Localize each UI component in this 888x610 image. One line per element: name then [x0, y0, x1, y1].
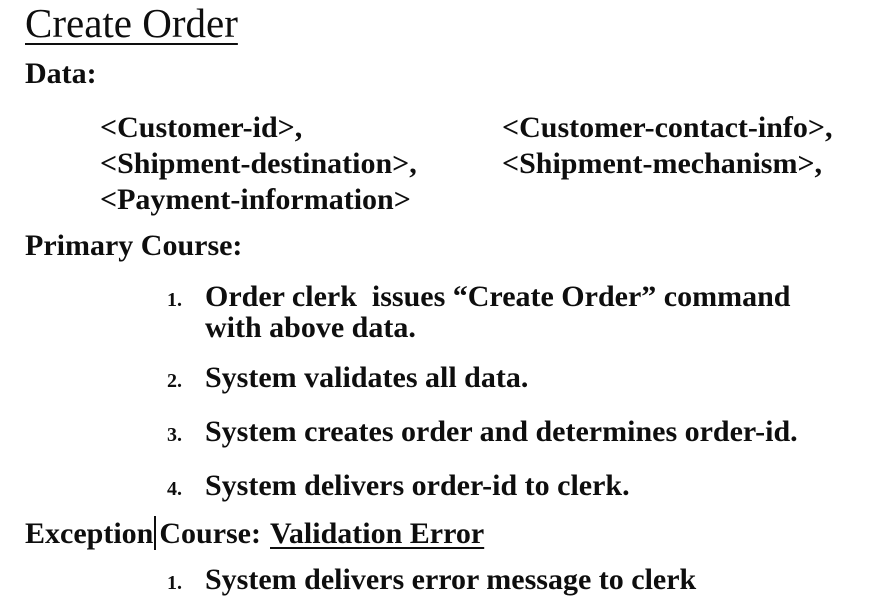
exception-course-step: 1. System delivers error message to cler…	[167, 564, 888, 599]
exception-heading-prefix: Exception	[25, 517, 154, 550]
primary-course-step: 1. Order clerk issues “Create Order” com…	[167, 281, 888, 343]
text-cursor-icon	[154, 516, 157, 550]
data-field-right: <Customer-contact-info>,	[502, 111, 833, 144]
data-field-row: <Payment-information>	[100, 182, 888, 218]
step-text: Order clerk issues “Create Order” comman…	[205, 280, 791, 344]
step-number: 2.	[167, 370, 182, 392]
exception-heading-label: Course:	[159, 517, 261, 550]
step-text: System delivers error message to clerk	[205, 563, 697, 596]
data-field-right	[502, 182, 888, 218]
data-section-heading: Data:	[25, 57, 97, 90]
step-text: System creates order and determines orde…	[205, 415, 798, 448]
exception-error-title: Validation Error	[270, 517, 485, 550]
page-title: Create Order	[25, 0, 238, 46]
data-field-left: <Customer-id>,	[100, 111, 303, 144]
step-number: 1.	[167, 289, 182, 311]
step-number: 3.	[167, 424, 182, 446]
data-field-left: <Payment-information>	[100, 183, 411, 216]
primary-course-step: 4. System delivers order-id to clerk.	[167, 470, 888, 505]
step-number: 1.	[167, 572, 182, 594]
data-field-row: <Customer-id>, <Customer-contact-info>,	[100, 110, 888, 146]
exception-course-list: 1. System delivers error message to cler…	[25, 564, 888, 599]
primary-course-heading: Primary Course:	[25, 229, 243, 262]
step-text: System validates all data.	[205, 361, 529, 394]
data-field-right: <Shipment-mechanism>,	[502, 147, 823, 180]
data-field-left: <Shipment-destination>,	[100, 147, 417, 180]
primary-course-list: 1. Order clerk issues “Create Order” com…	[25, 281, 888, 505]
primary-course-step: 3. System creates order and determines o…	[167, 416, 888, 451]
step-number: 4.	[167, 478, 182, 500]
data-fields-grid: <Customer-id>, <Customer-contact-info>, …	[100, 110, 888, 218]
data-field-row: <Shipment-destination>, <Shipment-mechan…	[100, 146, 888, 182]
primary-course-step: 2. System validates all data.	[167, 362, 888, 397]
step-text: System delivers order-id to clerk.	[205, 469, 630, 502]
